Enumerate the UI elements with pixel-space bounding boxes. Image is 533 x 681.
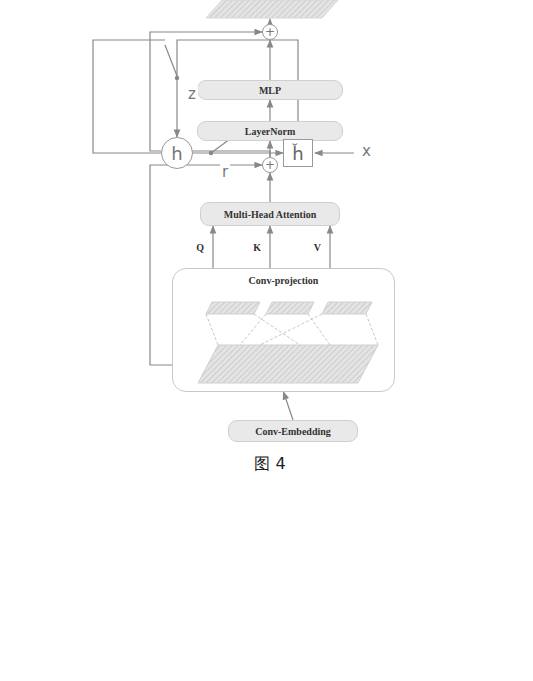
connector — [284, 392, 294, 420]
edge-label: Q — [195, 242, 205, 253]
node-text: ȟ — [292, 143, 303, 164]
connector — [269, 173, 270, 202]
input-slab — [198, 345, 378, 383]
mlp-box: MLP — [197, 80, 343, 100]
node-text: MLP — [259, 85, 281, 96]
node-text: + — [265, 158, 275, 172]
projection-lines — [206, 314, 378, 345]
output-slab — [206, 0, 338, 18]
sum-circle: + — [262, 24, 278, 40]
input-label: x — [360, 143, 373, 160]
layernorm-box: LayerNorm — [197, 121, 343, 141]
sum-circle: + — [262, 157, 278, 173]
connector — [269, 226, 270, 268]
embedding-box: Conv-Embedding — [228, 420, 358, 442]
connector — [212, 226, 213, 268]
connector — [269, 100, 270, 121]
k-slab — [266, 302, 314, 314]
hidden-state-circle: h — [161, 137, 193, 169]
candidate-box: ȟ — [283, 139, 313, 167]
feedback-wire — [93, 40, 165, 153]
q-slab — [206, 302, 260, 314]
connector — [329, 226, 330, 268]
connector — [193, 152, 283, 153]
node-text: Conv-Embedding — [255, 426, 331, 437]
node-text: Multi-Head Attention — [224, 209, 317, 220]
attention-box: Multi-Head Attention — [200, 202, 340, 226]
edge-label: V — [313, 242, 322, 253]
projection-box: Conv-projection — [172, 268, 395, 392]
connector — [269, 40, 270, 80]
figure-caption: 图 4 — [254, 454, 285, 475]
v-slab — [322, 302, 372, 314]
gate-label: r — [220, 164, 230, 181]
edge-label: K — [252, 242, 262, 253]
node-text: Conv-projection — [249, 275, 319, 286]
x-input-arrow — [315, 152, 354, 153]
connector — [150, 165, 262, 365]
z-switch-blade — [165, 45, 177, 76]
node-text: LayerNorm — [245, 126, 296, 137]
node-text: + — [265, 25, 275, 39]
gate-label: z — [186, 86, 198, 103]
node-text: h — [171, 143, 182, 164]
